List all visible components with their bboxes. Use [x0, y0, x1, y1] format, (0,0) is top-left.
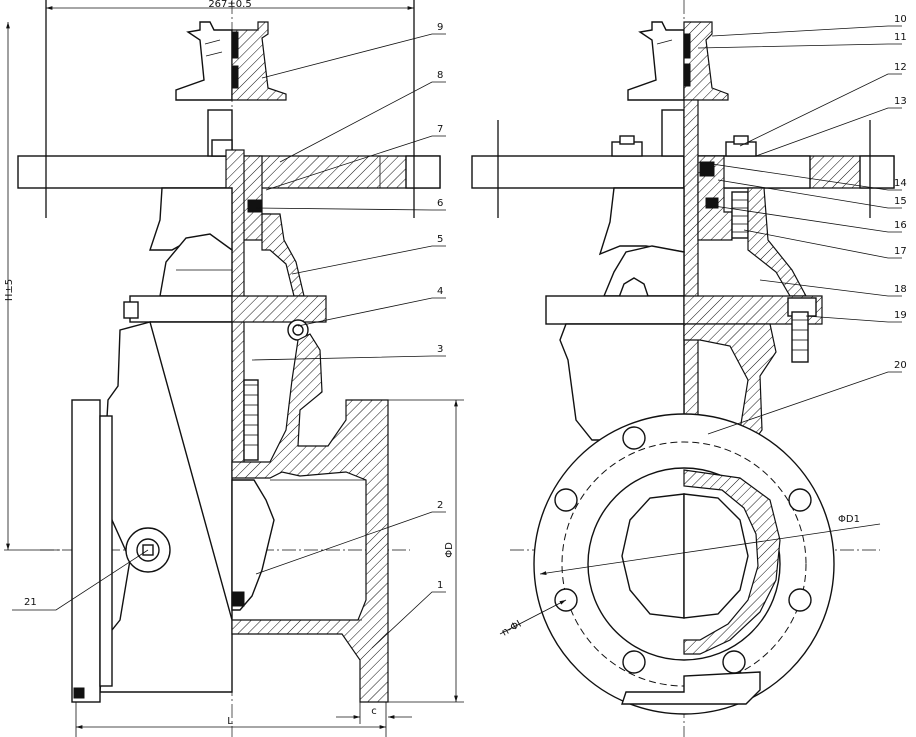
- bolt-holes: [554, 426, 812, 674]
- bonnet-side-left: [598, 187, 685, 256]
- inlet-flange: [71, 399, 101, 703]
- body-bolt-thread: [792, 319, 808, 351]
- part-label-17: 17: [894, 246, 907, 257]
- part-label-3: 3: [437, 344, 443, 355]
- wedge-gate: [231, 479, 275, 611]
- stem-thread: [244, 384, 258, 446]
- bore-inner: [621, 493, 685, 619]
- dimension-hole-count-label: n-ΦI: [500, 619, 523, 639]
- part-label-19: 19: [894, 310, 907, 321]
- part-label-21: 21: [24, 597, 37, 608]
- bolt-hole: [554, 488, 578, 512]
- bolt-hole: [622, 426, 646, 450]
- bonnet-flange-left: [129, 295, 233, 323]
- part-label-14: 14: [894, 178, 907, 189]
- part-label-18: 18: [894, 284, 907, 295]
- bolt-hole: [622, 650, 646, 674]
- part-label-10: 10: [894, 14, 907, 25]
- part-label-20: 20: [894, 360, 907, 371]
- body-flange-side-left: [545, 295, 685, 325]
- part-label-15: 15: [894, 196, 907, 207]
- part-label-9: 9: [437, 22, 443, 33]
- part-label-1: 1: [437, 580, 443, 591]
- dimension-height: H±5: [4, 22, 60, 551]
- stem-side: [683, 99, 699, 461]
- part-label-7: 7: [437, 124, 443, 135]
- dimension-length: L: [75, 702, 387, 737]
- dimension-length-label: L: [227, 716, 233, 727]
- part-label-6: 6: [437, 198, 443, 209]
- dimension-diameter: ΦD: [388, 399, 464, 703]
- dimension-bolt-circle-label: ΦD1: [838, 514, 860, 525]
- part-label-11: 11: [894, 32, 907, 43]
- part-callouts-right: 10 11 12 13 14 15 16 17 18 19 20: [697, 14, 907, 435]
- part-label-12: 12: [894, 62, 907, 73]
- body-bolt: [791, 311, 809, 363]
- gland-stud: [731, 191, 749, 239]
- dimension-height-label: H±5: [4, 279, 15, 301]
- gland-stud-thread: [732, 199, 748, 233]
- part-label-5: 5: [437, 234, 443, 245]
- handwheel: [175, 21, 287, 101]
- bolt-hole: [722, 650, 746, 674]
- dimension-flange-thickness: c: [336, 702, 412, 724]
- part-label-2: 2: [437, 500, 443, 511]
- bonnet-flange-right: [231, 295, 327, 323]
- dimension-bolt-circle: ΦD1: [539, 514, 881, 575]
- part-label-16: 16: [894, 220, 907, 231]
- bolt-hole: [788, 488, 812, 512]
- dimension-diameter-label: ΦD: [444, 542, 455, 558]
- part-label-13: 13: [894, 96, 907, 107]
- part-label-8: 8: [437, 70, 443, 81]
- part-callouts-left: 9 8 7 6 5 4 3 2 1 21: [12, 22, 446, 649]
- front-half-section-view: 267±0.5 H±5 ΦD L c: [4, 0, 464, 737]
- dimension-top-width: 267±0.5: [46, 0, 414, 10]
- part-label-4: 4: [437, 286, 443, 297]
- bonnet-right: [261, 213, 305, 297]
- top-flange-side-left: [471, 155, 685, 189]
- handwheel-side: [627, 21, 729, 101]
- bolt-hole: [788, 588, 812, 612]
- top-flange-left: [17, 155, 233, 189]
- dimension-top-width-label: 267±0.5: [208, 0, 251, 10]
- dimension-flange-thickness-label: c: [371, 706, 377, 717]
- side-half-section-view: ΦD1 n-ΦI 10 11 12 13 14 15 16 17 18: [471, 0, 907, 737]
